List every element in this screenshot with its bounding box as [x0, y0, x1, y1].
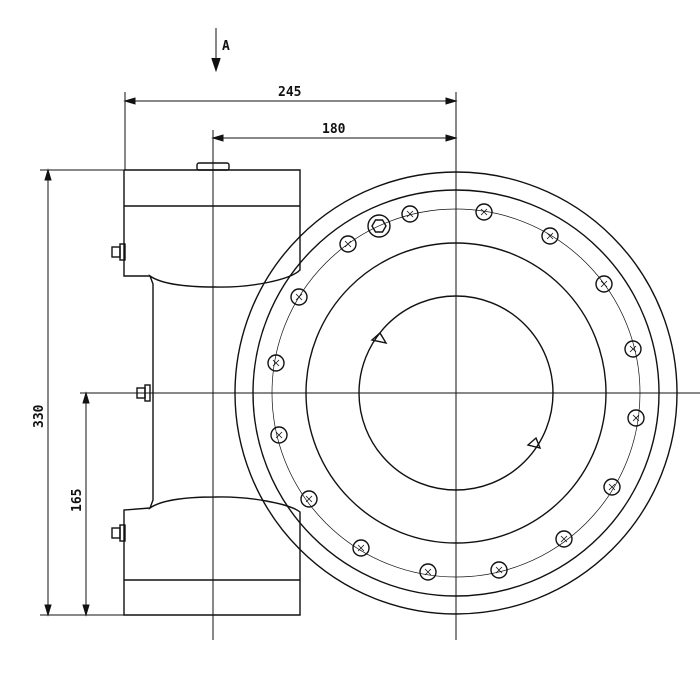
bolt-hole: [290, 288, 308, 306]
bolt-hole: [627, 409, 645, 427]
bolt-hole: [475, 203, 493, 221]
worm-housing: [123, 155, 301, 640]
bolt-hole: [419, 563, 437, 581]
bolt-hole: [541, 227, 559, 245]
dim-165-label: 165: [70, 489, 85, 512]
bolt-hole: [270, 426, 288, 444]
dimension-245: 245: [123, 85, 458, 640]
dimension-165: 165: [70, 391, 700, 617]
bolt-hole: [555, 530, 573, 548]
hex-nut: [367, 214, 391, 238]
inner-bore-tabs: [370, 331, 542, 450]
bolt-hole: [352, 539, 370, 557]
dim-330-label: 330: [32, 404, 47, 428]
view-label: A: [222, 39, 230, 54]
bolt-hole: [300, 490, 318, 508]
bolt-hole: [595, 275, 613, 293]
bolt-holes: [267, 203, 645, 581]
grease-fittings: [111, 243, 151, 542]
bolt-hole: [267, 354, 285, 372]
bolt-hole: [603, 478, 621, 496]
bolt-hole: [401, 205, 419, 223]
dim-245-label: 245: [278, 85, 301, 100]
bolt-hole: [339, 235, 357, 253]
bolt-hole: [624, 340, 642, 358]
bolt-hole: [490, 561, 508, 579]
dimension-330: 330: [32, 168, 124, 617]
dimension-180: 180: [211, 122, 458, 640]
dim-180-label: 180: [322, 122, 346, 137]
slewing-ring: [234, 171, 678, 615]
view-arrow-a: A: [211, 28, 230, 73]
